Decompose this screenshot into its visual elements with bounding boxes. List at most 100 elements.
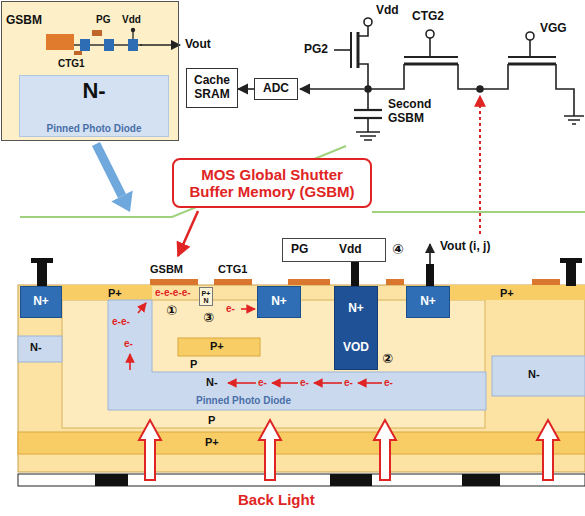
electron-label: e- bbox=[344, 377, 353, 389]
pixel-cross-section bbox=[532, 279, 560, 285]
electron-label: e- bbox=[226, 303, 235, 315]
pixel-circuit bbox=[508, 63, 556, 66]
inset-drawing bbox=[1, 1, 180, 141]
back-light-arrow bbox=[259, 420, 281, 480]
back-light-arrow bbox=[537, 420, 559, 480]
inset-drawing bbox=[132, 32, 133, 39]
inset-panel: GSBMPGVddCTG1N-Pinned Photo Diode bbox=[1, 1, 179, 141]
inset-drawing bbox=[131, 28, 135, 32]
node-text: MOS Global Shutter Buffer Memory (GSBM) bbox=[180, 166, 364, 201]
pixel-cross-section bbox=[386, 279, 404, 285]
illumination-label: Back Light bbox=[238, 491, 315, 508]
adc-box: ADC bbox=[254, 78, 298, 100]
pixel-circuit bbox=[426, 30, 434, 38]
electron-flow-arrow bbox=[129, 354, 131, 370]
region-label: N- bbox=[206, 376, 218, 389]
signal-label: Vdd bbox=[376, 4, 399, 18]
node-text: N+ bbox=[420, 295, 436, 309]
pixel-cross-section bbox=[560, 258, 582, 263]
pixel-circuit bbox=[556, 64, 574, 116]
region-label: P bbox=[208, 414, 215, 427]
n-plus-region: N+ bbox=[257, 286, 301, 318]
pixel-circuit bbox=[529, 40, 531, 57]
pixel-circuit bbox=[564, 116, 584, 124]
connector-arrow bbox=[238, 88, 254, 90]
electron-label: e- bbox=[384, 377, 393, 389]
electrode-label: CTG1 bbox=[218, 263, 247, 276]
region-label: P+ bbox=[108, 287, 122, 300]
pixel-circuit bbox=[526, 32, 534, 40]
pixel-circuit bbox=[364, 18, 372, 26]
node-text: P+ bbox=[202, 290, 211, 297]
inset-drawing bbox=[46, 34, 74, 50]
light-shield-bar bbox=[18, 474, 585, 486]
callout-pointer bbox=[178, 211, 198, 256]
callout-number: ④ bbox=[392, 241, 404, 257]
pixel-cross-section bbox=[18, 244, 585, 472]
electron-label: e-e-e-e- bbox=[155, 287, 191, 299]
node-text: ADC bbox=[263, 82, 289, 96]
node-text: PG bbox=[291, 243, 308, 257]
light-shield-bar bbox=[462, 474, 500, 486]
pixel-cross-section bbox=[18, 432, 585, 454]
memory-box: Cache SRAM bbox=[186, 68, 238, 108]
inset-drawing bbox=[140, 44, 180, 46]
callout-box: MOS Global Shutter Buffer Memory (GSBM) bbox=[172, 158, 372, 208]
pixel-cross-section bbox=[37, 262, 47, 286]
region-label: P+ bbox=[205, 436, 219, 449]
region-label: Pinned Photo Diode bbox=[196, 395, 291, 407]
node-text: N+ bbox=[348, 302, 364, 316]
electron-label: e- bbox=[124, 338, 133, 350]
back-light-arrow bbox=[139, 420, 559, 480]
electron-label: e- bbox=[300, 377, 309, 389]
region-label: N- bbox=[30, 341, 42, 354]
pixel-circuit bbox=[367, 118, 369, 132]
drain-region: N+VOD bbox=[334, 286, 378, 370]
node-text: N- bbox=[82, 78, 105, 103]
back-light-arrow bbox=[139, 420, 161, 480]
region-label: P+ bbox=[210, 340, 224, 353]
pixel-cross-section bbox=[62, 300, 485, 428]
pixel-circuit bbox=[508, 56, 556, 58]
node-text: GSBM bbox=[6, 14, 42, 28]
pixel-cross-section bbox=[566, 262, 576, 286]
pixel-cross-section bbox=[31, 258, 53, 263]
pixel-circuit bbox=[334, 49, 351, 51]
node-text: Vdd bbox=[339, 243, 362, 257]
pixel-circuit bbox=[480, 64, 508, 89]
inset-drawing bbox=[92, 30, 102, 36]
inset-drawing bbox=[1, 1, 179, 141]
inset-drawing bbox=[128, 39, 138, 51]
pixel-circuit bbox=[368, 64, 404, 89]
readout-trace bbox=[480, 96, 481, 234]
pixel-cross-section bbox=[178, 338, 260, 356]
perspective-line bbox=[372, 211, 585, 213]
pixel-cross-section bbox=[450, 285, 585, 300]
region-label: P+ bbox=[500, 287, 514, 300]
pixel-circuit bbox=[358, 64, 368, 89]
pixel-cross-section bbox=[492, 356, 585, 396]
light-shield-bar bbox=[18, 474, 585, 486]
region-label: N- bbox=[528, 368, 540, 381]
zoom-arrow bbox=[96, 144, 133, 212]
pixel-cross-section bbox=[18, 336, 62, 362]
electron-flow-arrow bbox=[272, 382, 298, 384]
signal-label: Vout (i, j) bbox=[440, 240, 490, 254]
back-light-arrow bbox=[374, 420, 396, 480]
electron-flow-arrow bbox=[138, 303, 146, 313]
signal-label: VGG bbox=[540, 22, 567, 36]
pixel-circuit bbox=[404, 56, 458, 58]
pixel-circuit bbox=[357, 32, 360, 68]
node-text: N+ bbox=[33, 295, 49, 309]
signal-label: Vout bbox=[185, 38, 211, 52]
light-shield-bar bbox=[95, 474, 128, 486]
electron-flow-arrow bbox=[241, 308, 255, 310]
node-text: Cache SRAM bbox=[189, 74, 235, 102]
pixel-cross-section bbox=[18, 285, 585, 472]
node-text: PG bbox=[96, 14, 110, 26]
inset-drawing bbox=[80, 39, 90, 51]
inset-drawing bbox=[74, 51, 82, 55]
callout-number: ① bbox=[166, 304, 177, 319]
callout-number: ③ bbox=[203, 311, 214, 326]
electron-flow-arrow bbox=[314, 382, 342, 384]
